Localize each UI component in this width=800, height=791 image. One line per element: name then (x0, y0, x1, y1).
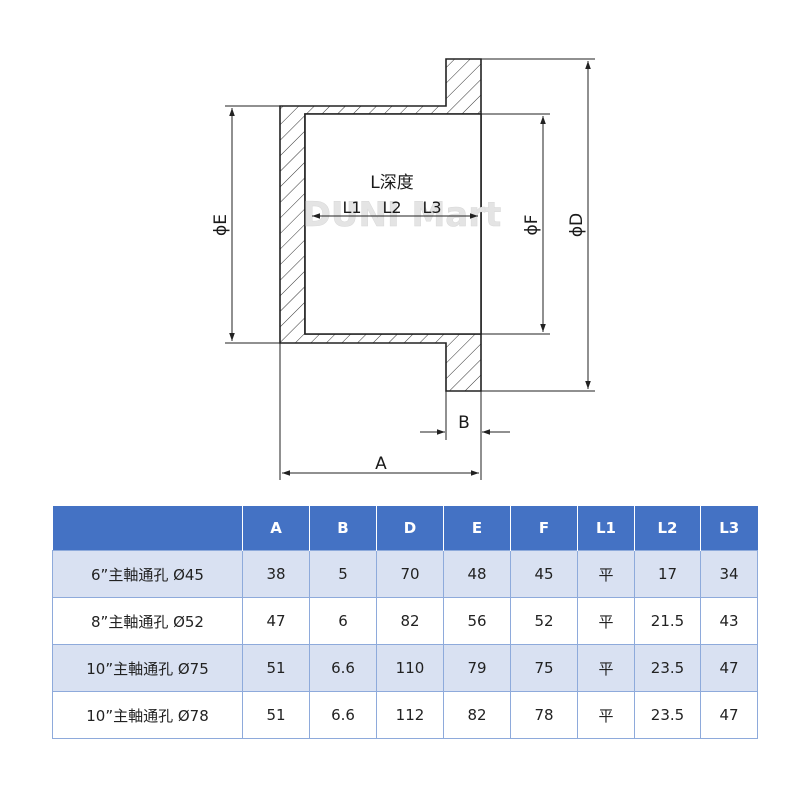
table-row: 10”主軸通孔 Ø75 51 6.6 110 79 75 平 23.5 47 (52, 644, 758, 692)
cell-l3: 43 (700, 597, 758, 645)
header-cell-l1: L1 (577, 506, 635, 551)
header-cell-l2: L2 (634, 506, 701, 551)
row-label: 10”主軸通孔 Ø78 (52, 691, 243, 739)
header-cell-f: F (510, 506, 578, 551)
cell-d: 112 (376, 691, 444, 739)
row-label: 8”主軸通孔 Ø52 (52, 597, 243, 645)
e-label: ϕE (211, 214, 231, 236)
cell-b: 6.6 (309, 691, 377, 739)
spec-table: A B D E F L1 L2 L3 6”主軸通孔 Ø45 38 5 70 48… (52, 506, 758, 739)
cell-f: 75 (510, 644, 578, 692)
cell-l3: 47 (700, 691, 758, 739)
depth-label: L深度 (370, 173, 413, 193)
header-cell-blank (52, 506, 243, 551)
header-cell-d: D (376, 506, 444, 551)
technical-drawing: DUNI Mart L深度 L1 L2 L3 ϕE ϕF ϕD B A (211, 58, 595, 480)
header-cell-b: B (309, 506, 377, 551)
cell-e: 48 (443, 550, 511, 598)
b-label: B (458, 413, 470, 433)
table-row: 10”主軸通孔 Ø78 51 6.6 112 82 78 平 23.5 47 (52, 691, 758, 739)
cell-a: 38 (242, 550, 310, 598)
cell-d: 70 (376, 550, 444, 598)
cell-l1: 平 (577, 691, 635, 739)
watermark: DUNI Mart (303, 195, 502, 235)
cell-l2: 21.5 (634, 597, 701, 645)
table-row: 6”主軸通孔 Ø45 38 5 70 48 45 平 17 34 (52, 550, 758, 598)
cell-a: 51 (242, 691, 310, 739)
header-cell-e: E (443, 506, 511, 551)
cell-f: 78 (510, 691, 578, 739)
cell-a: 51 (242, 644, 310, 692)
cell-b: 5 (309, 550, 377, 598)
l3-label: L3 (422, 198, 441, 217)
cell-l2: 23.5 (634, 691, 701, 739)
header-cell-l3: L3 (700, 506, 758, 551)
cell-d: 82 (376, 597, 444, 645)
cell-f: 52 (510, 597, 578, 645)
cell-e: 82 (443, 691, 511, 739)
cell-b: 6.6 (309, 644, 377, 692)
cell-l2: 23.5 (634, 644, 701, 692)
cell-l1: 平 (577, 550, 635, 598)
header-cell-a: A (242, 506, 310, 551)
cell-a: 47 (242, 597, 310, 645)
l2-label: L2 (382, 198, 401, 217)
f-label: ϕF (522, 215, 542, 236)
cell-f: 45 (510, 550, 578, 598)
cell-l3: 47 (700, 644, 758, 692)
a-label: A (375, 454, 387, 474)
cell-e: 79 (443, 644, 511, 692)
table-header-row: A B D E F L1 L2 L3 (52, 506, 758, 551)
cell-l1: 平 (577, 597, 635, 645)
table-row: 8”主軸通孔 Ø52 47 6 82 56 52 平 21.5 43 (52, 597, 758, 645)
cell-l3: 34 (700, 550, 758, 598)
cell-b: 6 (309, 597, 377, 645)
row-label: 10”主軸通孔 Ø75 (52, 644, 243, 692)
l1-label: L1 (342, 198, 361, 217)
cell-l2: 17 (634, 550, 701, 598)
cell-d: 110 (376, 644, 444, 692)
d-label: ϕD (567, 213, 587, 237)
row-label: 6”主軸通孔 Ø45 (52, 550, 243, 598)
cell-l1: 平 (577, 644, 635, 692)
cell-e: 56 (443, 597, 511, 645)
